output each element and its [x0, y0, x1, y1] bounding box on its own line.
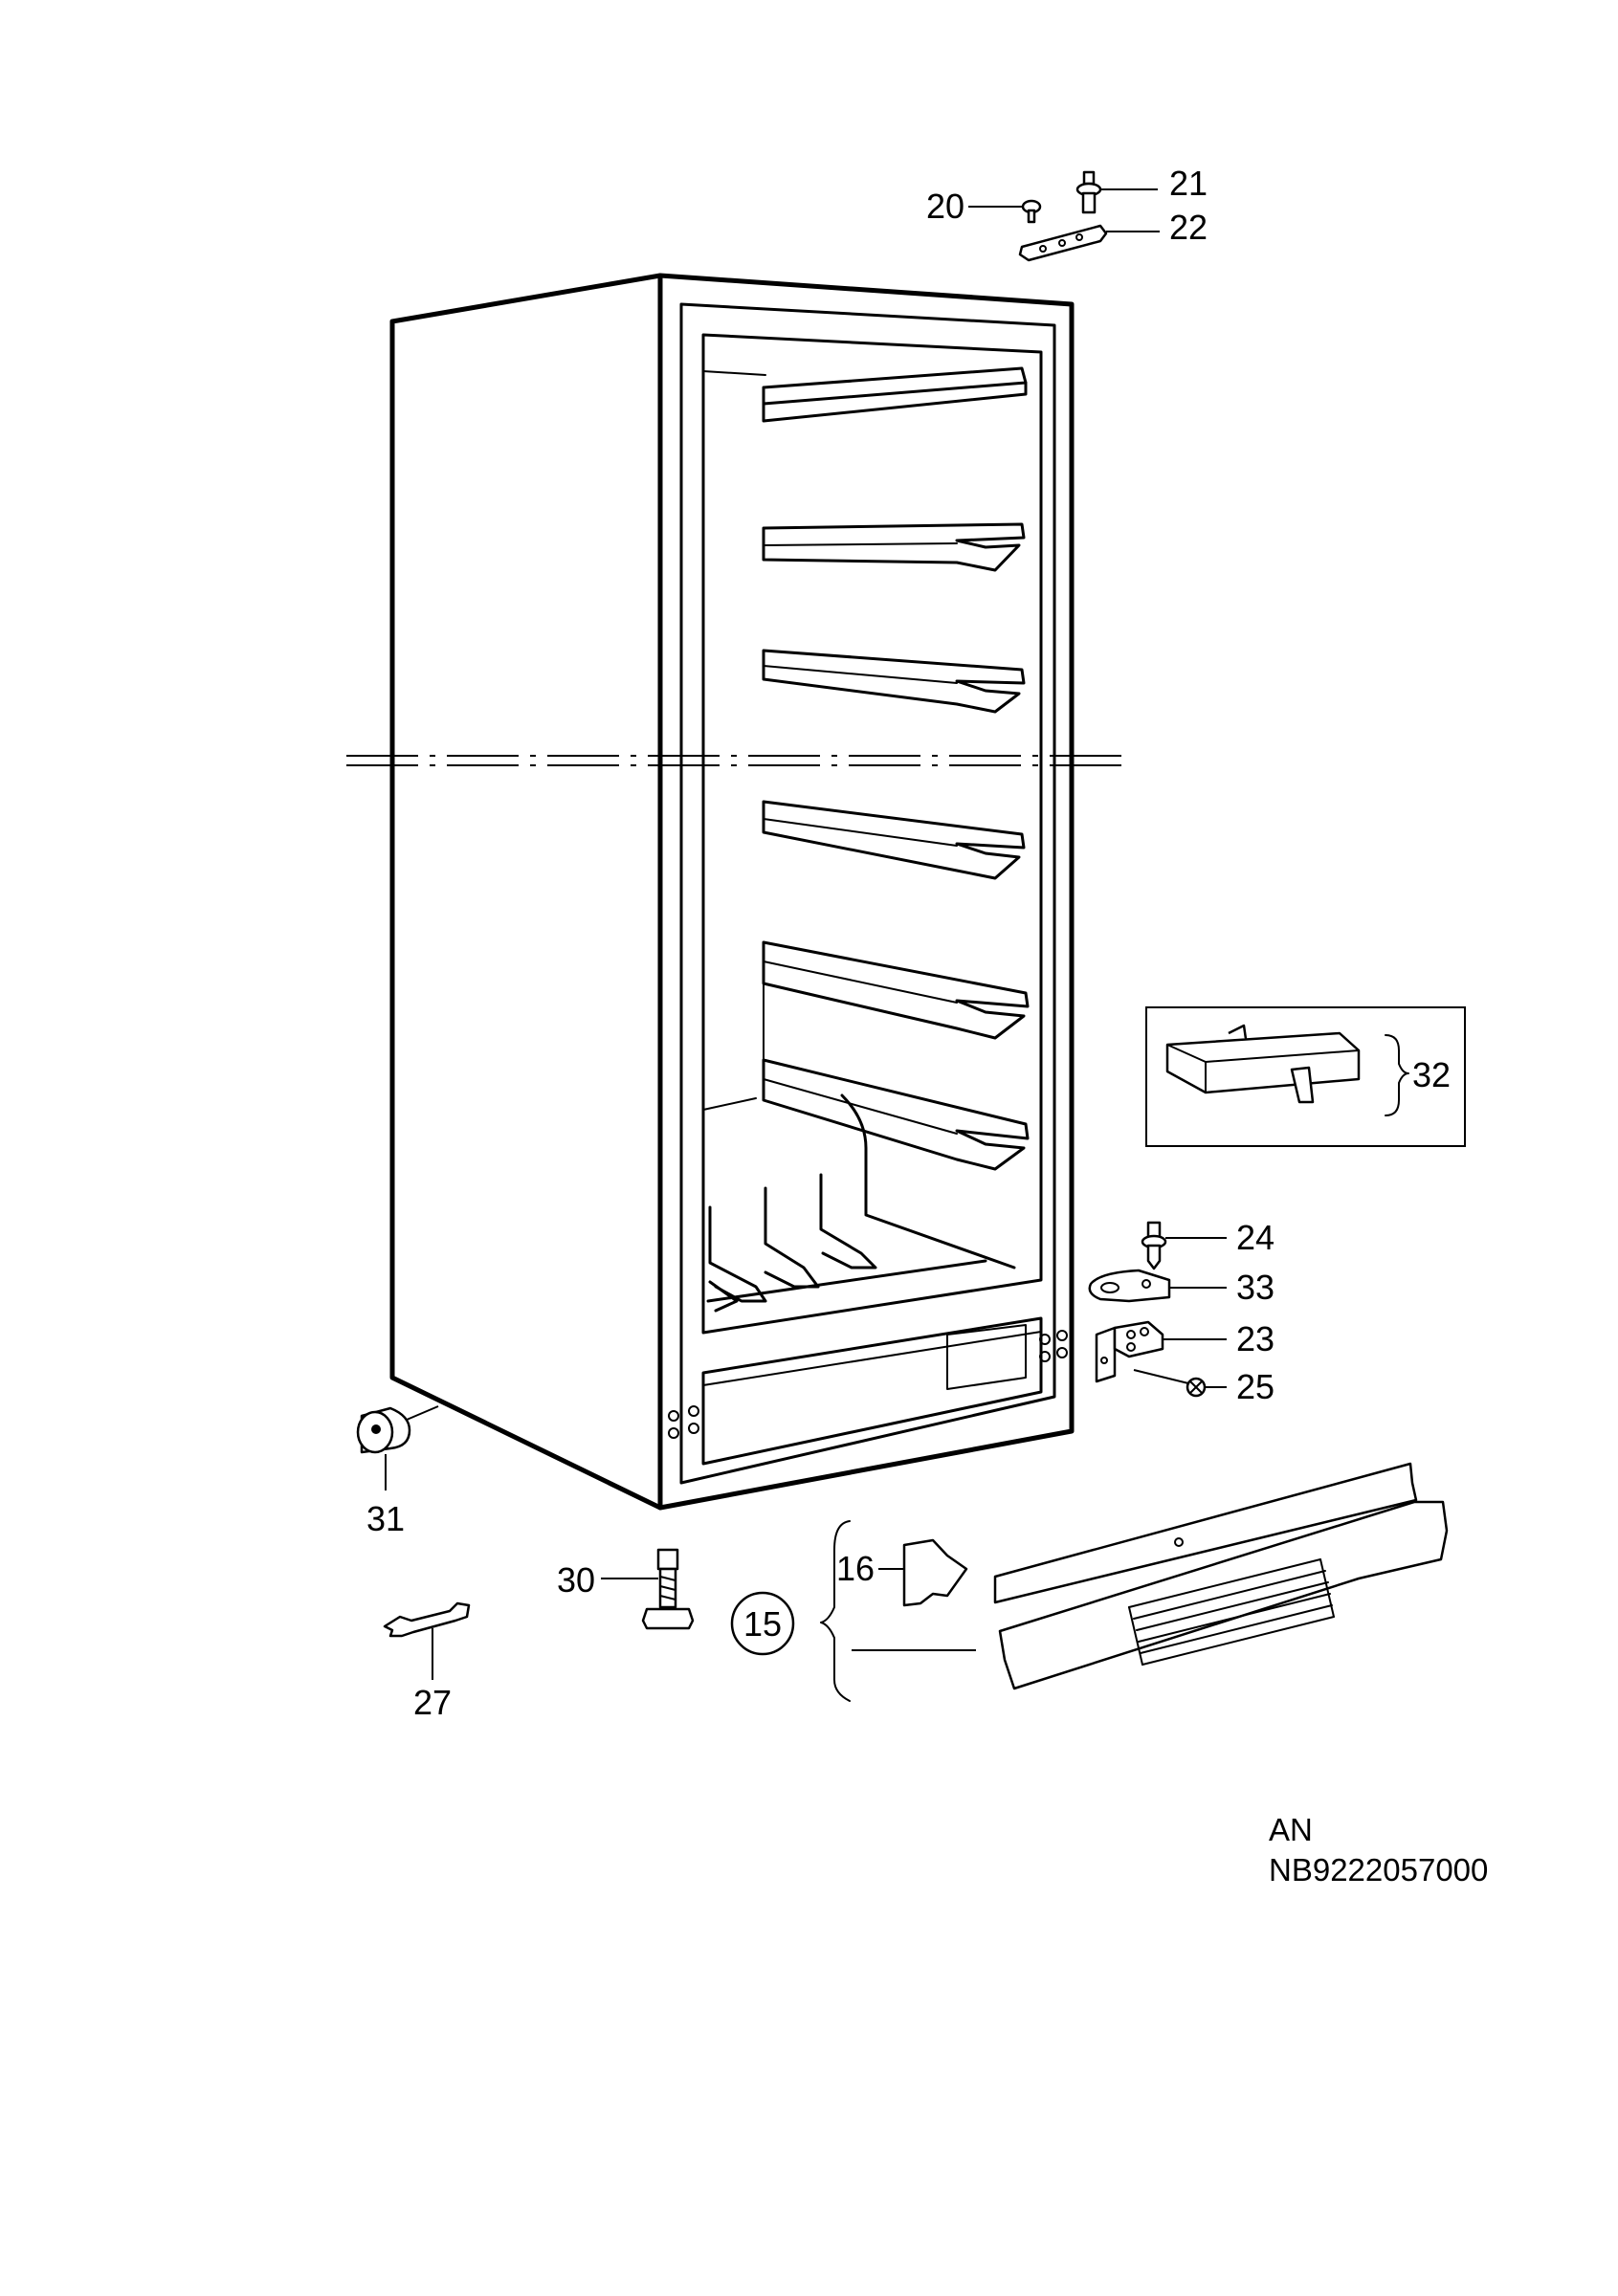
hinge-holes-right	[1039, 1330, 1068, 1362]
part-15-kickplate	[730, 1462, 1449, 1702]
label-21: 21	[1169, 164, 1208, 203]
shelf-rail-3	[762, 649, 1026, 714]
callout-labels: 20 21 22 32 24 33 23 25 31 30 27 16 15	[366, 164, 1451, 1722]
label-25: 25	[1236, 1367, 1274, 1406]
label-33: 33	[1236, 1268, 1274, 1307]
drawing-code-line-1: AN	[1269, 1812, 1313, 1847]
part-27-spanner	[383, 1601, 471, 1680]
shelf-rail-1	[762, 366, 1028, 423]
cabinet	[389, 273, 1075, 1511]
hinge-holes-left	[668, 1405, 699, 1439]
part-23-hinge	[1095, 1320, 1227, 1383]
part-22-hinge-plate	[1018, 224, 1160, 262]
label-23: 23	[1236, 1319, 1274, 1358]
part-25-screw	[1133, 1369, 1227, 1398]
part-16-clip	[878, 1538, 968, 1607]
shelf-rail-5	[762, 940, 1030, 1063]
part-31-foot	[356, 1405, 439, 1490]
part-21-pin	[1075, 170, 1158, 214]
label-24: 24	[1236, 1218, 1274, 1257]
label-22: 22	[1169, 208, 1208, 247]
part-33-bracket	[1088, 1269, 1227, 1303]
part-30-adjustable-foot	[601, 1548, 695, 1630]
label-27: 27	[413, 1683, 452, 1722]
part-20-screw	[968, 199, 1042, 224]
bottom-rack	[706, 1093, 1016, 1313]
label-30: 30	[557, 1560, 595, 1600]
label-20: 20	[926, 187, 964, 226]
label-16: 16	[836, 1549, 875, 1588]
shelf-rail-2	[762, 522, 1026, 572]
label-31: 31	[366, 1499, 405, 1538]
drawing-code-line-2: NB9222057000	[1269, 1852, 1488, 1888]
part-32-inset	[1145, 1006, 1466, 1147]
shelf-rails	[762, 366, 1030, 1171]
part-24-pin	[1141, 1221, 1227, 1270]
shelf-rail-6	[762, 1058, 1030, 1171]
cabinet-outline	[389, 273, 1075, 1511]
label-15: 15	[743, 1604, 782, 1644]
shelf-rail-4	[762, 800, 1026, 880]
drawing-code: AN NB9222057000	[1269, 1812, 1488, 1888]
label-32: 32	[1412, 1055, 1451, 1094]
